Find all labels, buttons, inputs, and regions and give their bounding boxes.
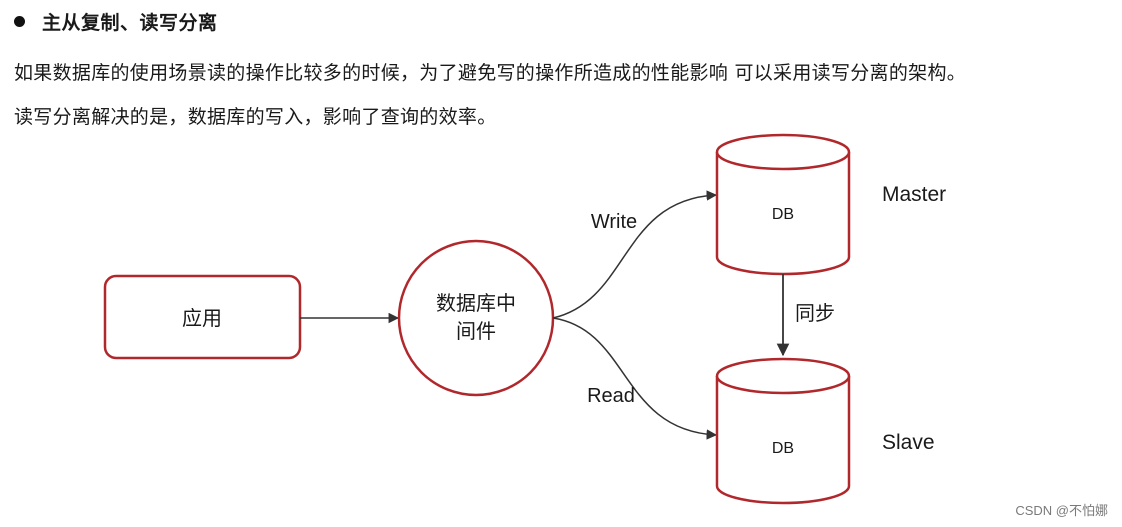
middleware-label-line2: 间件: [456, 320, 496, 343]
read-label: Read: [587, 385, 635, 407]
write-label: Write: [591, 211, 637, 233]
slave-role-label: Slave: [882, 431, 935, 454]
write-arrow: [552, 190, 718, 319]
master-role-label: Master: [882, 183, 946, 206]
watermark: CSDN @不怕娜: [1015, 503, 1108, 518]
middleware-node: [397, 239, 555, 397]
section-heading: 主从复制、读写分离: [14, 8, 218, 35]
master-db-label: DB: [772, 206, 794, 223]
slave-db-label: DB: [772, 440, 794, 457]
master-db-node: [715, 133, 851, 276]
app-label: 应用: [182, 307, 222, 330]
app-node: [103, 274, 302, 360]
read-arrow: [552, 317, 718, 440]
paragraph-2: 读写分离解决的是，数据库的写入，影响了查询的效率。: [14, 106, 497, 128]
heading-text: 主从复制、读写分离: [42, 12, 218, 34]
slave-db-node: [715, 357, 851, 505]
sync-label: 同步: [795, 302, 835, 325]
paragraph-1: 如果数据库的使用场景读的操作比较多的时候，为了避免写的操作所造成的性能影响 可以…: [14, 62, 967, 84]
middleware-label-line1: 数据库中: [436, 292, 516, 315]
bullet-icon: [14, 16, 25, 27]
